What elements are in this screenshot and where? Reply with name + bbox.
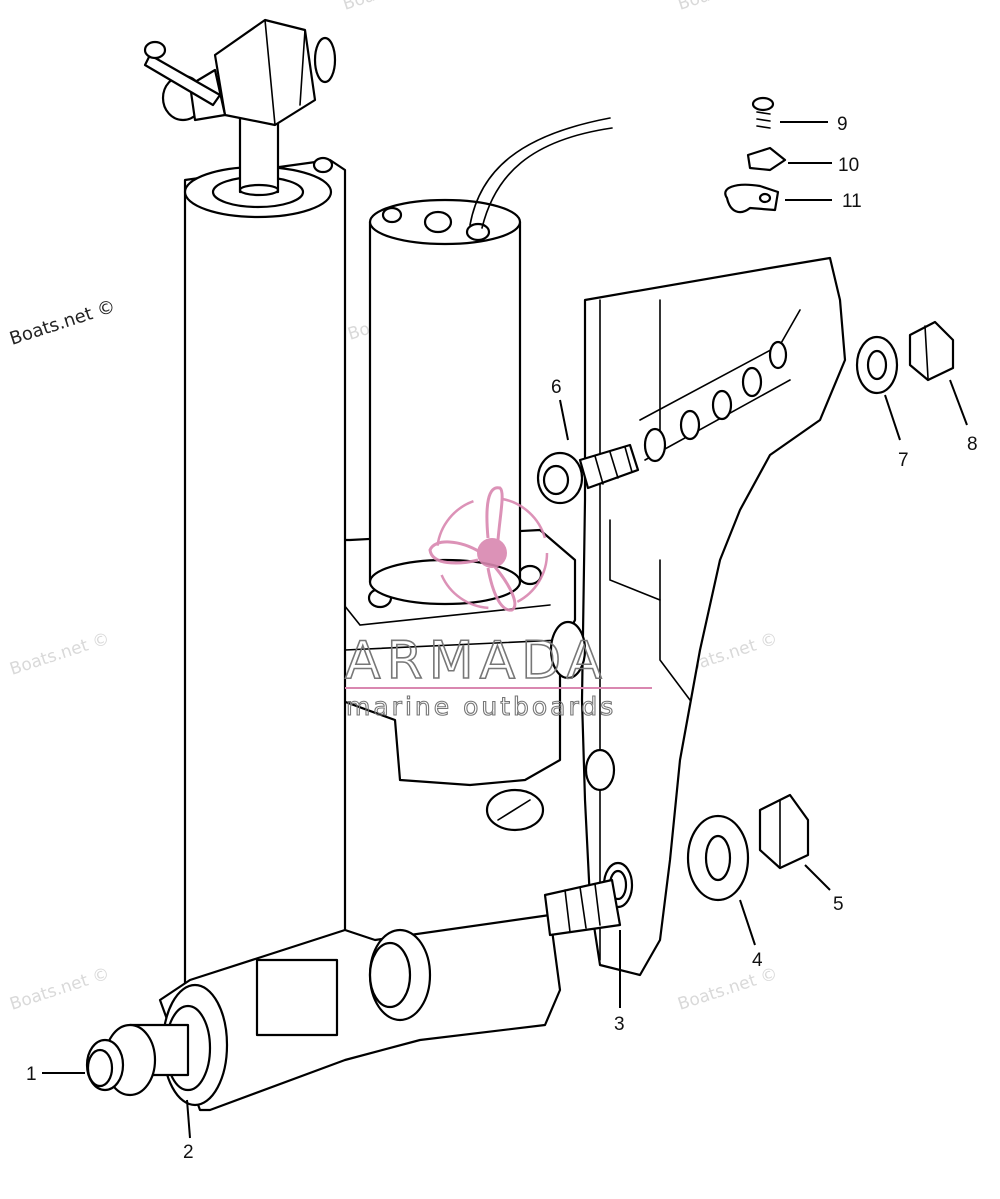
armada-wordmark: ARMADA	[345, 631, 608, 691]
watermark-top: Boats.net ©	[340, 0, 445, 15]
callout-7: 7	[898, 450, 909, 471]
leader-lines	[42, 121, 968, 1139]
armada-propeller-icon	[428, 486, 549, 612]
clip-11	[724, 183, 780, 214]
washer-4	[686, 814, 750, 902]
callout-3: 3	[614, 1014, 625, 1035]
screw-9	[751, 96, 775, 129]
bolt-6	[536, 443, 640, 505]
watermark-left: Boats.net ©	[7, 629, 112, 680]
bolt-3	[543, 878, 622, 937]
callout-4: 4	[752, 950, 763, 971]
washer-7	[855, 335, 899, 395]
trim-motor	[368, 117, 613, 606]
callout-10: 10	[838, 155, 859, 176]
trim-cylinder	[143, 18, 347, 1042]
callout-1: 1	[26, 1064, 37, 1085]
watermark-left-dark: Boats.net ©	[7, 296, 118, 350]
cylinder-lower-body	[85, 913, 562, 1112]
callouts: 1 2 3 4 5 6 7 8 9 10 11	[26, 114, 978, 1163]
callout-11: 11	[842, 191, 862, 212]
nut-8	[908, 320, 955, 382]
callout-5: 5	[833, 894, 844, 915]
nut-5	[758, 793, 810, 870]
nut-10	[746, 146, 787, 172]
transom-bracket	[580, 256, 847, 977]
callout-6: 6	[551, 377, 562, 398]
callout-8: 8	[967, 434, 978, 455]
armada-logo: ARMADA marine outboards	[344, 486, 652, 722]
callout-9: 9	[837, 114, 848, 135]
callout-2: 2	[183, 1142, 194, 1163]
watermark-bottom-left: Boats.net ©	[7, 964, 112, 1015]
armada-tagline: marine outboards	[346, 692, 616, 721]
watermark-bottom-right: Boats.net ©	[675, 964, 780, 1015]
watermark-top-right: Boats.net ©	[675, 0, 780, 15]
